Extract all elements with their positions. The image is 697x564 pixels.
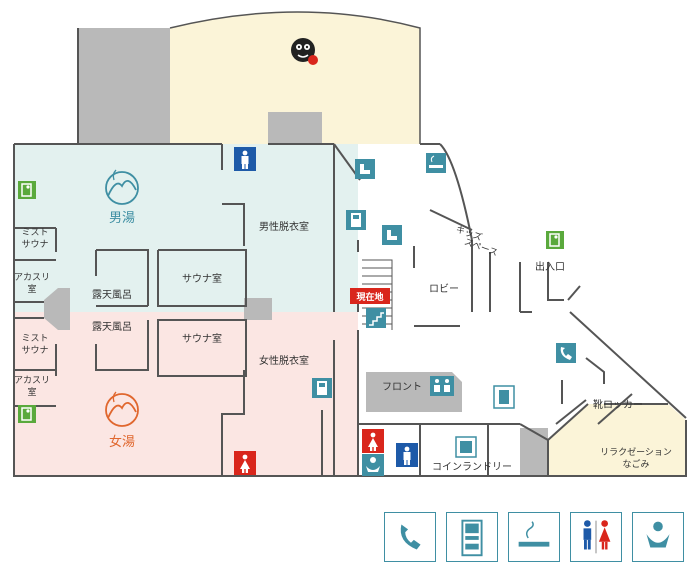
relax-area-label-line1: リラクゼーション xyxy=(600,446,672,458)
laundry-icon xyxy=(455,436,477,458)
mens-changing-room-label: 男性脱衣室 xyxy=(259,220,309,233)
restroom-icon xyxy=(583,520,611,554)
womens-toilet-icon-2 xyxy=(362,429,384,453)
womens-sauna-label: サウナ室 xyxy=(182,332,222,345)
relax-area xyxy=(548,404,686,476)
akasuri-1-label-line2: 室 xyxy=(27,283,36,295)
akasuri-1-label-line1: アカスリ xyxy=(14,272,50,283)
vending-machine-icon xyxy=(493,385,515,409)
womens-changing-room-label: 女性脱衣室 xyxy=(259,354,309,367)
mens-outdoor-bath-label: 露天風呂 xyxy=(92,289,132,301)
mens-toilet-icon xyxy=(234,147,256,171)
emergency-exit-icon xyxy=(18,405,36,423)
current-location-label: 現在地 xyxy=(356,291,383,303)
vending-machine-icon xyxy=(312,378,332,398)
mens-bath-mark: 男湯 xyxy=(105,169,139,226)
front-desk-icon xyxy=(430,376,454,396)
mist-sauna-1-label-line2: サウナ xyxy=(21,239,48,250)
womens-bath-mark: 女湯 xyxy=(105,391,139,450)
womens-bath-area xyxy=(14,312,358,476)
front-desk-label: フロント xyxy=(382,382,422,393)
smoking-area-icon xyxy=(518,521,550,547)
walls xyxy=(13,28,687,477)
stairs-icon xyxy=(366,308,386,328)
coin-laundry-label: コインランドリー xyxy=(432,461,512,473)
emergency-exit-icon xyxy=(546,231,564,249)
legend-restroom xyxy=(570,512,622,562)
legend-phone xyxy=(384,512,436,562)
lobby-label: ロビー xyxy=(429,283,459,295)
womens-bath-label: 女湯 xyxy=(109,434,135,450)
legend-vending-machine xyxy=(446,512,498,562)
womens-toilet-icon xyxy=(234,451,256,475)
mens-bath-label: 男湯 xyxy=(109,211,135,226)
restaurant-logo xyxy=(291,38,318,65)
shoe-locker-label: 靴ロッカー xyxy=(593,398,643,411)
relax-area-label-line2: なごみ xyxy=(622,458,649,470)
vending-machine-icon xyxy=(346,210,366,230)
mens-bath-area xyxy=(14,144,358,312)
mens-toilet-icon-2 xyxy=(396,443,418,467)
mist-sauna-1-label-line1: ミスト xyxy=(21,228,48,238)
legend-smoking-area xyxy=(508,512,560,562)
mist-sauna-2-label-line2: サウナ xyxy=(21,345,48,356)
entrance-label: 出入口 xyxy=(535,260,565,273)
vending-machine-icon xyxy=(461,519,483,557)
phone-icon xyxy=(400,524,421,550)
restaurant-area xyxy=(78,11,421,144)
mens-sauna-label: サウナ室 xyxy=(182,272,222,285)
massage-chair-icon xyxy=(382,225,402,245)
womens-outdoor-bath-label: 露天風呂 xyxy=(92,321,132,333)
massage-chair-icon xyxy=(355,159,375,179)
akasuri-2-label-line2: 室 xyxy=(27,386,36,398)
phone-icon xyxy=(556,343,576,363)
current-location-marker: 現在地 xyxy=(350,288,390,304)
akasuri-2-label-line1: アカスリ xyxy=(14,375,50,386)
baby-changing-icon xyxy=(646,521,670,548)
legend-baby-changing xyxy=(632,512,684,562)
baby-changing-icon xyxy=(362,454,384,476)
smoking-area-icon xyxy=(426,153,446,173)
emergency-exit-icon xyxy=(18,181,36,199)
mist-sauna-2-label-line1: ミスト xyxy=(21,334,48,344)
